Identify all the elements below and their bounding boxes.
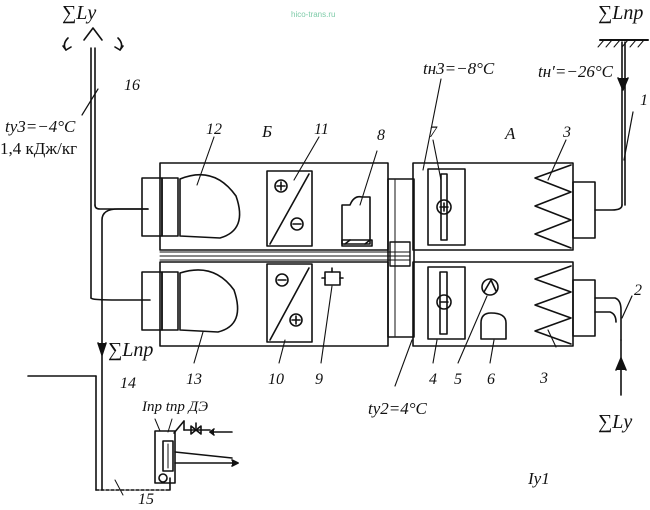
sum-lpr-top-label: ∑Lпр	[598, 2, 644, 24]
callout-12: 12	[206, 121, 222, 138]
callout-16: 16	[124, 77, 140, 94]
callout-8: 8	[377, 127, 385, 144]
callout-14: 14	[120, 375, 136, 392]
supply-air-duct	[27, 208, 171, 491]
unit-lower-right	[412, 261, 596, 347]
callout-4: 4	[429, 371, 437, 388]
section-b-label: Б	[262, 122, 273, 141]
callout-13: 13	[186, 371, 202, 388]
sum-ly-bottom-label: ∑Lу	[598, 411, 633, 433]
leader-lines	[193, 78, 567, 387]
callout-6: 6	[487, 371, 495, 388]
callout-15: 15	[138, 491, 154, 508]
watermark: hico-trans.ru	[291, 10, 336, 19]
callout-5: 5	[454, 371, 462, 388]
unit-connection	[159, 178, 415, 338]
energy-label: 1,4 кДж/кг	[0, 139, 78, 158]
control-device	[114, 418, 239, 496]
unit-a	[412, 162, 596, 251]
t-y2-label: tу2=4°С	[368, 399, 427, 418]
callout-9: 9	[315, 371, 323, 388]
t-n3-label: tн3=−8°С	[423, 59, 495, 78]
sum-lpr-left-label: ∑Lпр	[108, 339, 154, 361]
callout-10: 10	[268, 371, 284, 388]
return-air-duct	[594, 295, 633, 396]
t-y3-label: tу3=−4°С	[5, 117, 76, 136]
callout-11: 11	[314, 121, 329, 138]
l-y1-label: Iу1	[528, 469, 550, 488]
unit-lower-left	[141, 261, 389, 347]
callout-3b: 3	[540, 370, 548, 387]
sum-ly-top-label: ∑Lу	[62, 2, 97, 24]
sensor-labels: Iпр tпр ДЭ	[142, 399, 209, 415]
callout-3a: 3	[563, 124, 571, 141]
exhaust-outlet-duct	[62, 27, 151, 301]
unit-b	[141, 162, 389, 251]
callout-7: 7	[429, 124, 437, 141]
outdoor-air-duct	[594, 39, 649, 211]
section-a-label: А	[505, 124, 516, 143]
callout-2: 2	[634, 282, 642, 299]
t-n-label: tн′=−26°С	[538, 62, 613, 81]
callout-1: 1	[640, 92, 648, 109]
